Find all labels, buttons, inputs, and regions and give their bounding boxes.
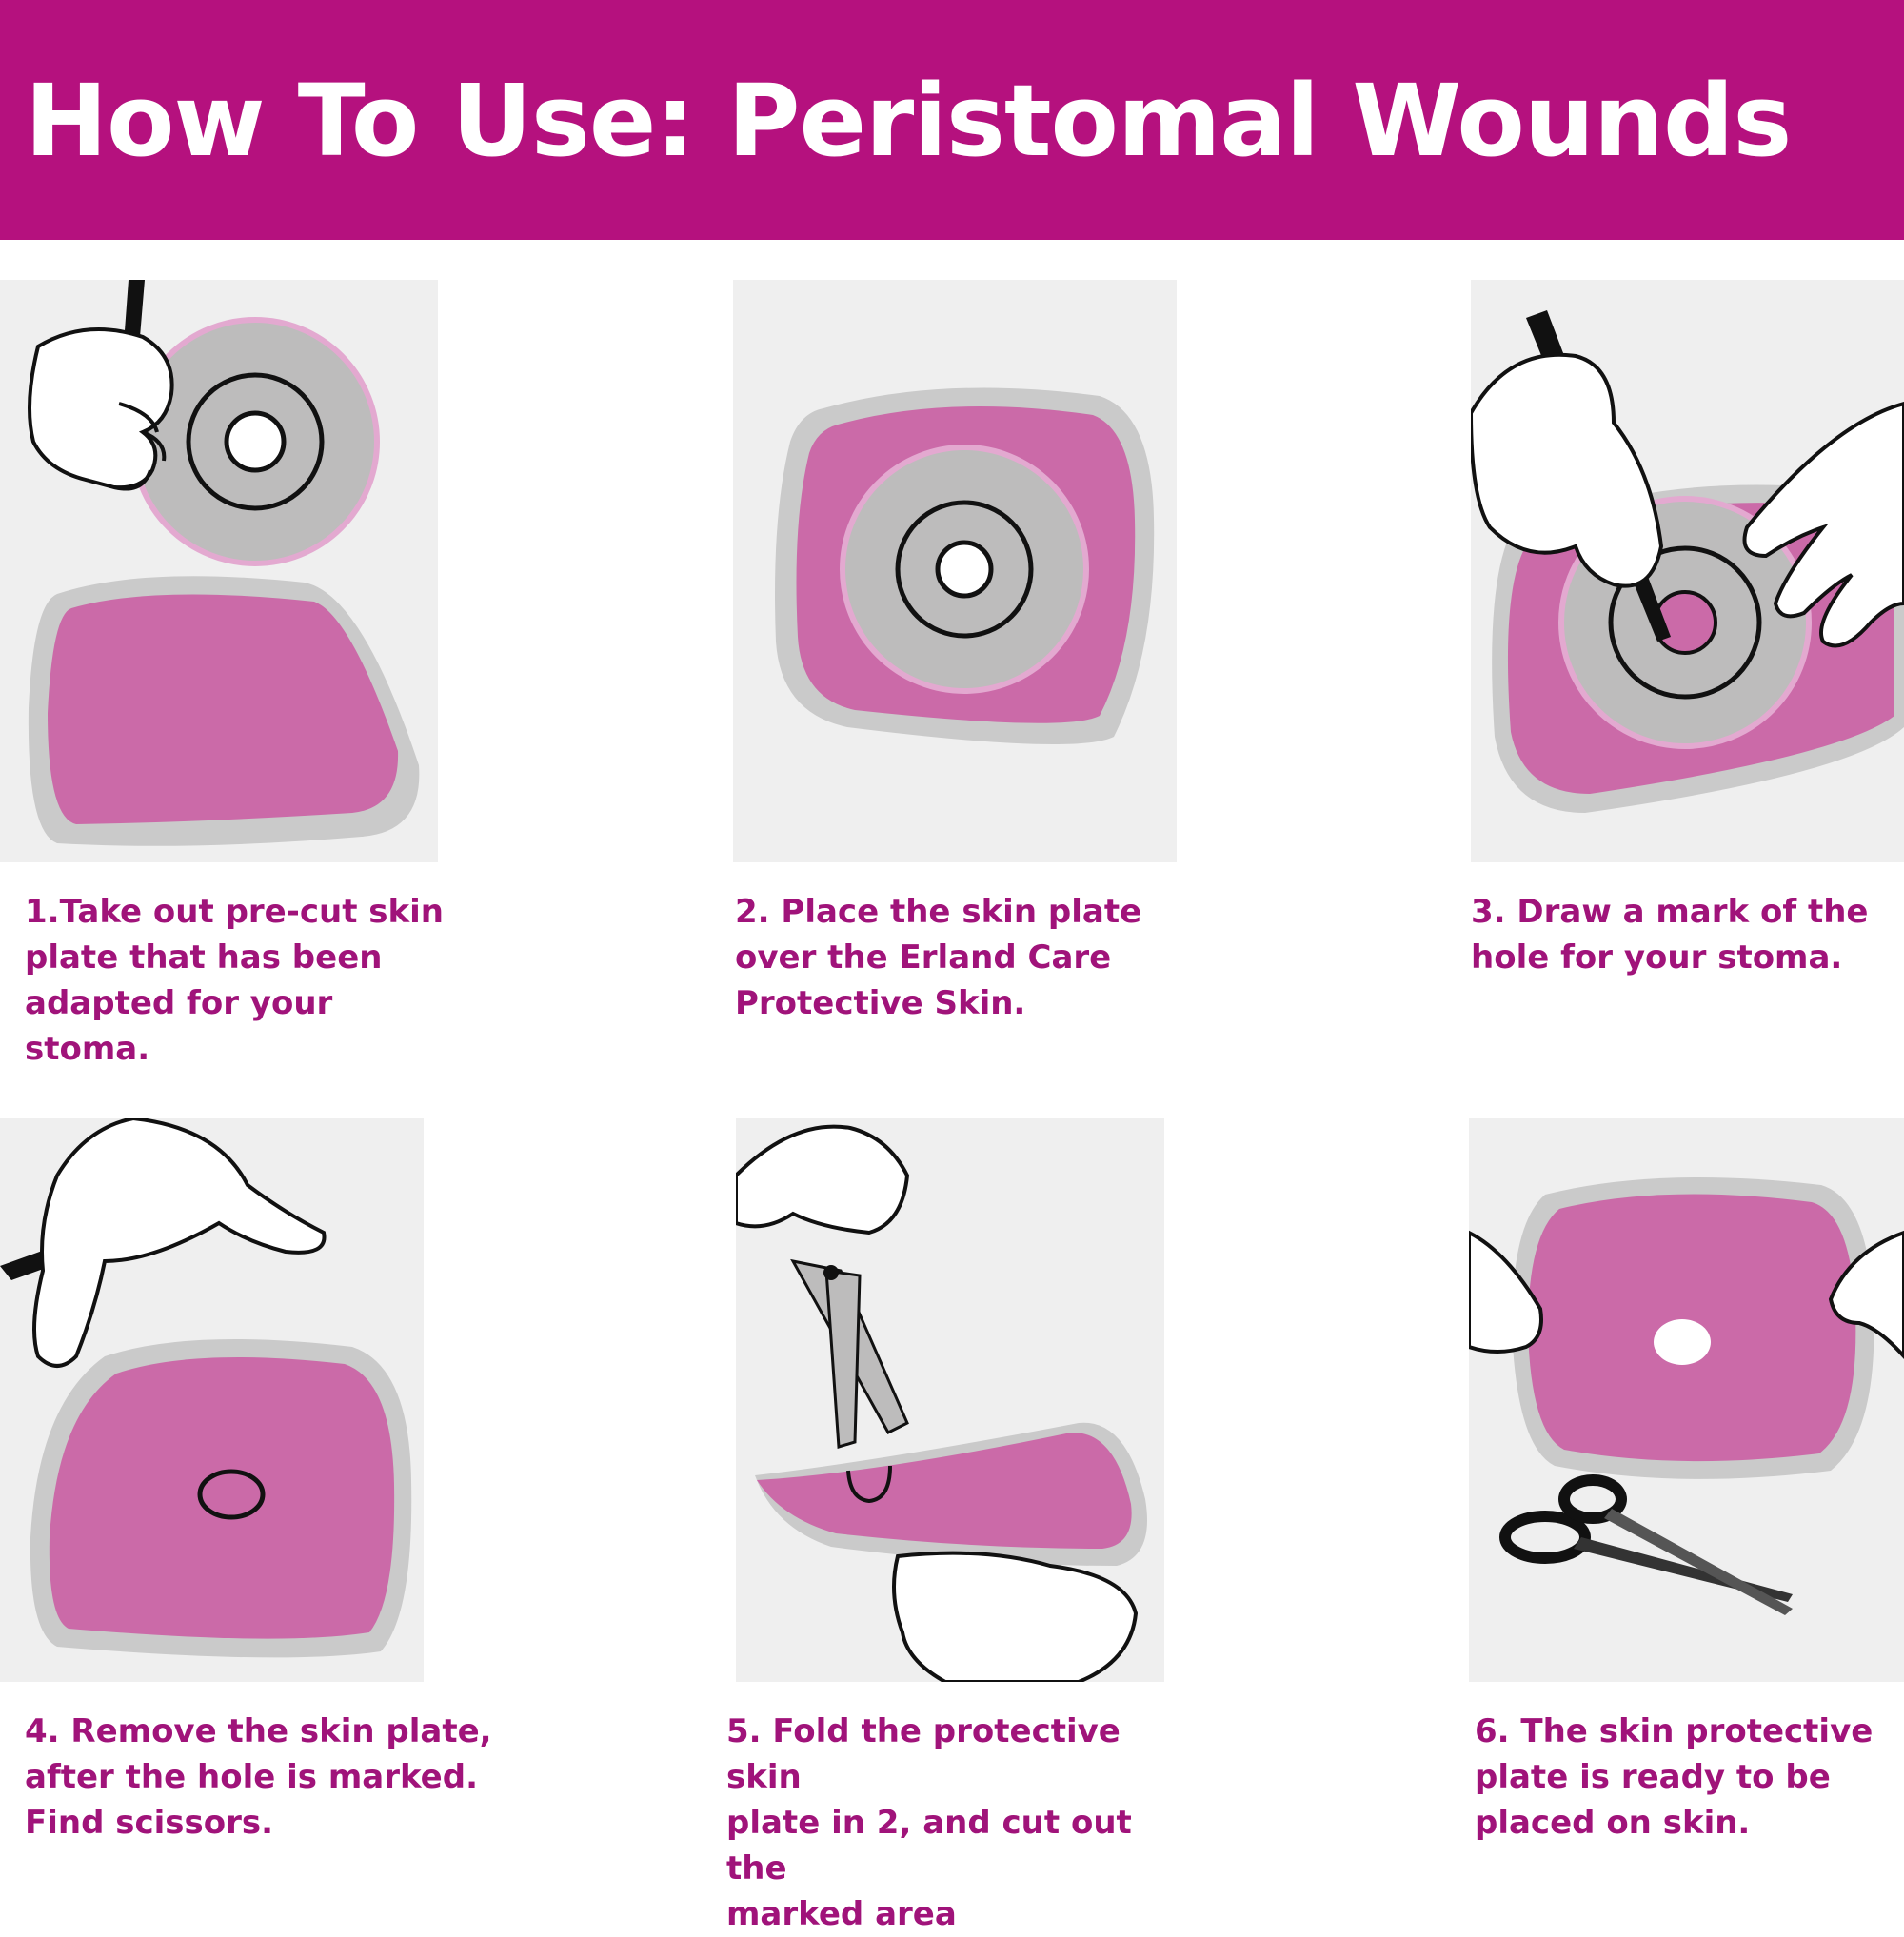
step-2-caption: 2. Place the skin plate over the Erland … bbox=[735, 889, 1211, 1026]
step-5-drawing bbox=[736, 1118, 1164, 1682]
step-6-drawing bbox=[1469, 1118, 1904, 1682]
scissors-blade-2 bbox=[826, 1271, 860, 1447]
step-2-drawing bbox=[733, 280, 1177, 862]
step-3-caption: 3. Draw a mark of the hole for your stom… bbox=[1471, 889, 1904, 980]
cut-stoma-hole bbox=[1654, 1319, 1711, 1365]
title-banner: How To Use: Peristomal Wounds bbox=[0, 0, 1904, 240]
step-3-illustration bbox=[1471, 280, 1904, 862]
hand-outline bbox=[30, 329, 172, 487]
hand-bottom bbox=[894, 1553, 1136, 1682]
hand bbox=[34, 1118, 325, 1366]
protective-skin-plate bbox=[50, 1357, 394, 1639]
step-4-caption: 4. Remove the skin plate, after the hole… bbox=[25, 1709, 501, 1846]
step-3-drawing bbox=[1471, 280, 1904, 862]
stoma-hole bbox=[227, 413, 284, 470]
step-5-illustration bbox=[736, 1118, 1164, 1682]
step-4-drawing bbox=[0, 1118, 424, 1682]
step-2-illustration bbox=[733, 280, 1177, 862]
step-4-illustration bbox=[0, 1118, 424, 1682]
step-1-caption: 1.Take out pre-cut skin plate that has b… bbox=[25, 889, 501, 1072]
step-5-caption: 5. Fold the protective skin plate in 2, … bbox=[726, 1709, 1202, 1937]
scissors-icon bbox=[1505, 1480, 1793, 1615]
stoma-hole bbox=[938, 543, 991, 596]
step-6-caption: 6. The skin protective plate is ready to… bbox=[1475, 1709, 1904, 1846]
page-title: How To Use: Peristomal Wounds bbox=[25, 49, 1791, 192]
step-1-drawing bbox=[0, 280, 438, 862]
hand-top bbox=[736, 1127, 907, 1233]
step-6-illustration bbox=[1469, 1118, 1904, 1682]
left-hand bbox=[1471, 355, 1661, 586]
step-1-illustration bbox=[0, 280, 438, 862]
scissors-pivot bbox=[823, 1265, 839, 1280]
